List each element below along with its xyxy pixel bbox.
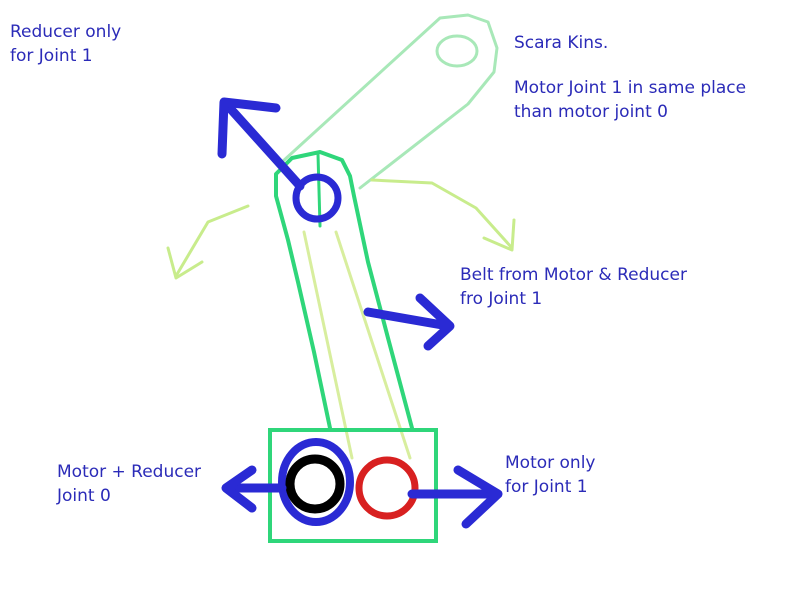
belt-line1: Belt from Motor & Reducer <box>460 265 687 285</box>
motor-reducer-line1: Motor + Reducer <box>57 462 202 482</box>
scara-note-line2: than motor joint 0 <box>514 102 668 122</box>
arrow-to-motor-reducer-label <box>221 465 287 513</box>
arrow-to-motor-only-label <box>407 465 503 529</box>
upper-arm-outline <box>280 13 499 190</box>
motor-reducer-joint-0 <box>278 438 354 526</box>
motor-only-line1: Motor only <box>505 453 596 473</box>
reducer-only-line1: Reducer only <box>10 22 122 42</box>
reducer-joint-1 <box>292 173 342 223</box>
arrow-to-reducer-label <box>217 97 305 191</box>
motor-only-label: Motor only for Joint 1 <box>505 451 596 499</box>
belt-line2: fro Joint 1 <box>460 289 543 309</box>
swing-arrow-left <box>166 204 250 280</box>
belt-label: Belt from Motor & Reducer fro Joint 1 <box>460 263 687 311</box>
scara-note: Scara Kins. Motor Joint 1 in same place … <box>514 31 746 124</box>
motor-only-line2: for Joint 1 <box>505 477 588 497</box>
belt-lines <box>302 230 412 460</box>
motor-reducer-label: Motor + Reducer Joint 0 <box>57 460 201 508</box>
reducer-only-label: Reducer only for Joint 1 <box>10 20 121 68</box>
scara-note-line1: Motor Joint 1 in same place <box>514 78 747 98</box>
reducer-only-line2: for Joint 1 <box>10 46 93 66</box>
swing-arrow-right <box>370 178 516 252</box>
scara-title: Scara Kins. <box>514 33 609 53</box>
arrow-to-belt-label <box>363 293 455 351</box>
upper-arm-pivot-hole <box>435 34 479 68</box>
motor-reducer-line2: Joint 0 <box>57 486 111 506</box>
lower-arm-outline <box>274 150 414 430</box>
motor-joint-1 <box>355 456 419 520</box>
